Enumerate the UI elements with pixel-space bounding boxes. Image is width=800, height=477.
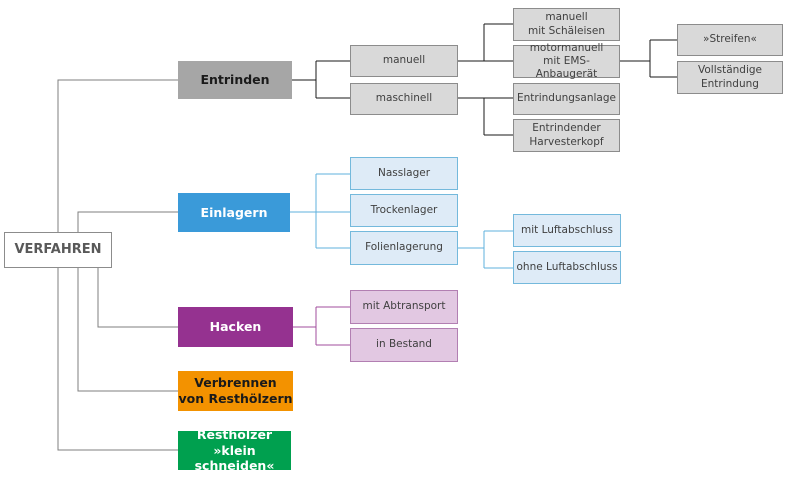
category-entrinden: Entrinden (178, 61, 292, 99)
category-verbrennen: Verbrennen von Resthölzern (178, 371, 293, 411)
entrinden-anlage: Entrindungsanlage (513, 83, 620, 115)
entrinden-vollstaendig: Vollständige Entrindung (677, 61, 783, 94)
connector-einlagern (290, 173, 350, 249)
entrinden-maschinell: maschinell (350, 83, 458, 115)
hacken-mit-abtransport: mit Abtransport (350, 290, 458, 324)
category-restholzer: Resthölzer »klein schneiden« (178, 427, 291, 473)
entrinden-streifen: »Streifen« (677, 24, 783, 56)
einlagern-trockenlager: Trockenlager (350, 194, 458, 227)
connector-root-entrinden (57, 79, 178, 232)
connector-root-hacken (97, 268, 178, 328)
entrinden-motormanuell: motormanuell mit EMS-Anbaugerät (513, 42, 620, 80)
connector-maschinell (458, 97, 513, 136)
connector-manuell (458, 23, 513, 62)
category-einlagern: Einlagern (178, 193, 290, 232)
entrinden-manuell: manuell (350, 45, 458, 77)
category-hacken: Hacken (178, 307, 293, 347)
hacken-in-bestand: in Bestand (350, 328, 458, 362)
connector-hacken (293, 306, 350, 346)
root-verfahren: VERFAHREN (4, 232, 112, 268)
einlagern-ohne-luftabschluss: ohne Luftabschluss (513, 251, 621, 284)
entrinden-manuell-schaleisen: manuell mit Schäleisen (513, 8, 620, 41)
connector-motormanuell (620, 39, 677, 78)
connector-root-verbrennen (77, 268, 178, 392)
einlagern-nasslager: Nasslager (350, 157, 458, 190)
connector-folienlagerung (458, 230, 513, 269)
einlagern-folienlagerung: Folienlagerung (350, 231, 458, 265)
connector-root-restholzer (57, 268, 178, 451)
einlagern-mit-luftabschluss: mit Luftabschluss (513, 214, 621, 247)
connector-entrinden (292, 60, 350, 99)
connector-root-einlagern (77, 211, 178, 232)
entrinden-harvesterkopf: Entrindender Harvesterkopf (513, 119, 620, 152)
